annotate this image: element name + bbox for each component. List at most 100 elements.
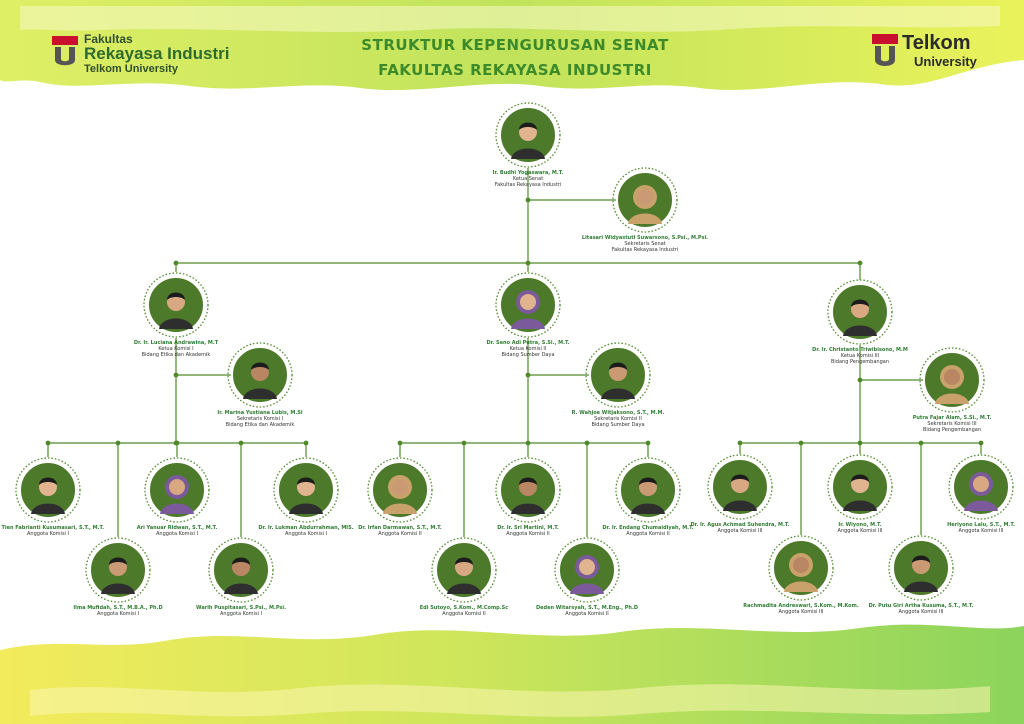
member-photo-m11 bbox=[707, 454, 773, 520]
member-name: Rachmadita Andreswari, S.Kom., M.Kom. bbox=[743, 603, 859, 609]
member-name: Dr. Putu Giri Artha Kusuma, S.T., M.T. bbox=[868, 603, 974, 609]
person-hair-icon bbox=[232, 557, 250, 565]
person-body-icon bbox=[784, 581, 818, 592]
member-caption-k3-sekretaris: Putra Fajar Alam, S.Si., M.T.Sekretaris … bbox=[842, 415, 1024, 433]
member-caption-m11: Dr. Ir. Agus Achmad Suhendra, M.T.Anggot… bbox=[630, 522, 850, 534]
member-photo-m6 bbox=[367, 457, 433, 523]
photo-ring bbox=[827, 279, 893, 345]
connector-node bbox=[525, 372, 531, 378]
member-role: Anggota Komisi III bbox=[898, 609, 944, 615]
member-photo-m13 bbox=[827, 454, 893, 520]
person-hair-icon bbox=[519, 477, 537, 485]
member-caption-m5: Dr. Ir. Lukman Abdurrahman, MIS.Anggota … bbox=[196, 525, 416, 537]
photo-ring bbox=[615, 457, 681, 523]
member-photo-m2 bbox=[85, 537, 151, 603]
person-body-icon bbox=[964, 500, 998, 511]
person-body-icon bbox=[904, 581, 938, 592]
member-name: Dr. Ir. Endang Chumaidiyah, M.T. bbox=[602, 525, 694, 531]
person-body-icon bbox=[243, 388, 277, 399]
member-name: Ir. Marina Yustiana Lubis, M.Si bbox=[217, 410, 303, 416]
person-hair-icon bbox=[519, 122, 537, 130]
connector-node bbox=[115, 440, 121, 446]
person-body-icon bbox=[31, 503, 65, 514]
telkom-u-mark-icon bbox=[872, 34, 898, 66]
member-name: Dr. Tien Fabrianti Kusumasari, S.T., M.T… bbox=[0, 525, 105, 531]
member-caption-m8: Dr. Ir. Sri Martini, M.T.Anggota Komisi … bbox=[418, 525, 638, 537]
member-role: Bidang Sumber Daya bbox=[501, 352, 555, 358]
member-role: Bidang Etika dan Akademik bbox=[225, 422, 295, 428]
member-role: Anggota Komisi II bbox=[442, 611, 486, 617]
person-hair-icon bbox=[251, 362, 269, 370]
person-body-icon bbox=[570, 583, 604, 594]
member-photo-m15 bbox=[948, 454, 1014, 520]
connector-node bbox=[173, 372, 179, 378]
person-body-icon bbox=[631, 503, 665, 514]
member-photo-k3-ketua bbox=[827, 279, 893, 345]
photo-ring bbox=[431, 537, 497, 603]
member-photo-k3-sekretaris bbox=[919, 347, 985, 413]
person-hair-icon bbox=[639, 477, 657, 485]
telkom-university-logo: Telkom University bbox=[872, 32, 1002, 76]
connector-node bbox=[174, 440, 180, 446]
person-body-icon bbox=[723, 500, 757, 511]
member-caption-m4: Warih Puspitasari, S.Psi., M.Psi.Anggota… bbox=[131, 605, 351, 617]
member-caption-m1: Dr. Tien Fabrianti Kusumasari, S.T., M.T… bbox=[0, 525, 158, 537]
photo-ring bbox=[85, 537, 151, 603]
member-name: Ir. Budhi Yogaswara, M.T. bbox=[492, 170, 564, 176]
person-face-icon bbox=[637, 189, 653, 205]
connector-node bbox=[645, 440, 651, 446]
member-caption-m15: Heriyono Lalu, S.T., M.T.Anggota Komisi … bbox=[871, 522, 1024, 534]
person-hair-icon bbox=[167, 292, 185, 300]
member-role: Bidang Etika dan Akademik bbox=[141, 352, 211, 358]
photo-ring bbox=[227, 342, 293, 408]
connector-node bbox=[45, 440, 51, 446]
person-body-icon bbox=[289, 503, 323, 514]
member-role: Sekretaris Senat bbox=[624, 241, 666, 247]
person-body-icon bbox=[101, 583, 135, 594]
member-name: Ir. Wiyono, M.T. bbox=[838, 522, 882, 528]
member-name: Dr. Ir. Agus Achmad Suhendra, M.T. bbox=[690, 522, 790, 528]
photo-ring bbox=[768, 535, 834, 601]
member-name: R. Wahjoe Witjaksono, S.T., M.M. bbox=[571, 410, 665, 416]
member-role: Anggota Komisi II bbox=[626, 531, 670, 537]
person-hair-icon bbox=[851, 299, 869, 307]
member-name: Dr. Ir. Sri Martini, M.T. bbox=[497, 525, 559, 531]
member-name: Warih Puspitasari, S.Psi., M.Psi. bbox=[196, 605, 286, 611]
member-role: Anggota Komisi I bbox=[219, 611, 263, 617]
photo-ring bbox=[585, 342, 651, 408]
member-photo-m5 bbox=[273, 457, 339, 523]
person-body-icon bbox=[601, 388, 635, 399]
photo-ring bbox=[948, 454, 1014, 520]
person-body-icon bbox=[160, 503, 194, 514]
connector-node bbox=[584, 440, 590, 446]
connector-node bbox=[737, 440, 743, 446]
person-body-icon bbox=[628, 213, 662, 224]
member-photo-m4 bbox=[208, 537, 274, 603]
person-hair-icon bbox=[851, 474, 869, 482]
member-name: Ilma Mufidah, S.T., M.B.A., Ph.D bbox=[73, 605, 163, 611]
person-hair-icon bbox=[455, 557, 473, 565]
member-photo-m12 bbox=[768, 535, 834, 601]
logo-text-university: University bbox=[914, 54, 977, 69]
member-photo-m7 bbox=[431, 537, 497, 603]
person-body-icon bbox=[383, 503, 417, 514]
member-role: Ketua Komisi II bbox=[509, 346, 547, 352]
member-name: Putra Fajar Alam, S.Si., M.T. bbox=[912, 415, 992, 421]
member-name: Dr. Ir. Lukman Abdurrahman, MIS. bbox=[258, 525, 354, 531]
member-photo-k1-ketua bbox=[143, 272, 209, 338]
member-role: Sekretaris Komisi II bbox=[594, 416, 642, 422]
photo-ring bbox=[15, 457, 81, 523]
photo-ring bbox=[554, 537, 620, 603]
member-role: Anggota Komisi III bbox=[717, 528, 763, 534]
member-name: Litasari Widyastuti Suwarsono, S.Psi., M… bbox=[581, 235, 709, 241]
member-role: Bidang Pengembangan bbox=[922, 427, 981, 433]
member-role: Fakultas Rekayasa Industri bbox=[494, 182, 562, 188]
member-role: Anggota Komisi III bbox=[778, 609, 824, 615]
member-photo-k1-sekretaris bbox=[227, 342, 293, 408]
